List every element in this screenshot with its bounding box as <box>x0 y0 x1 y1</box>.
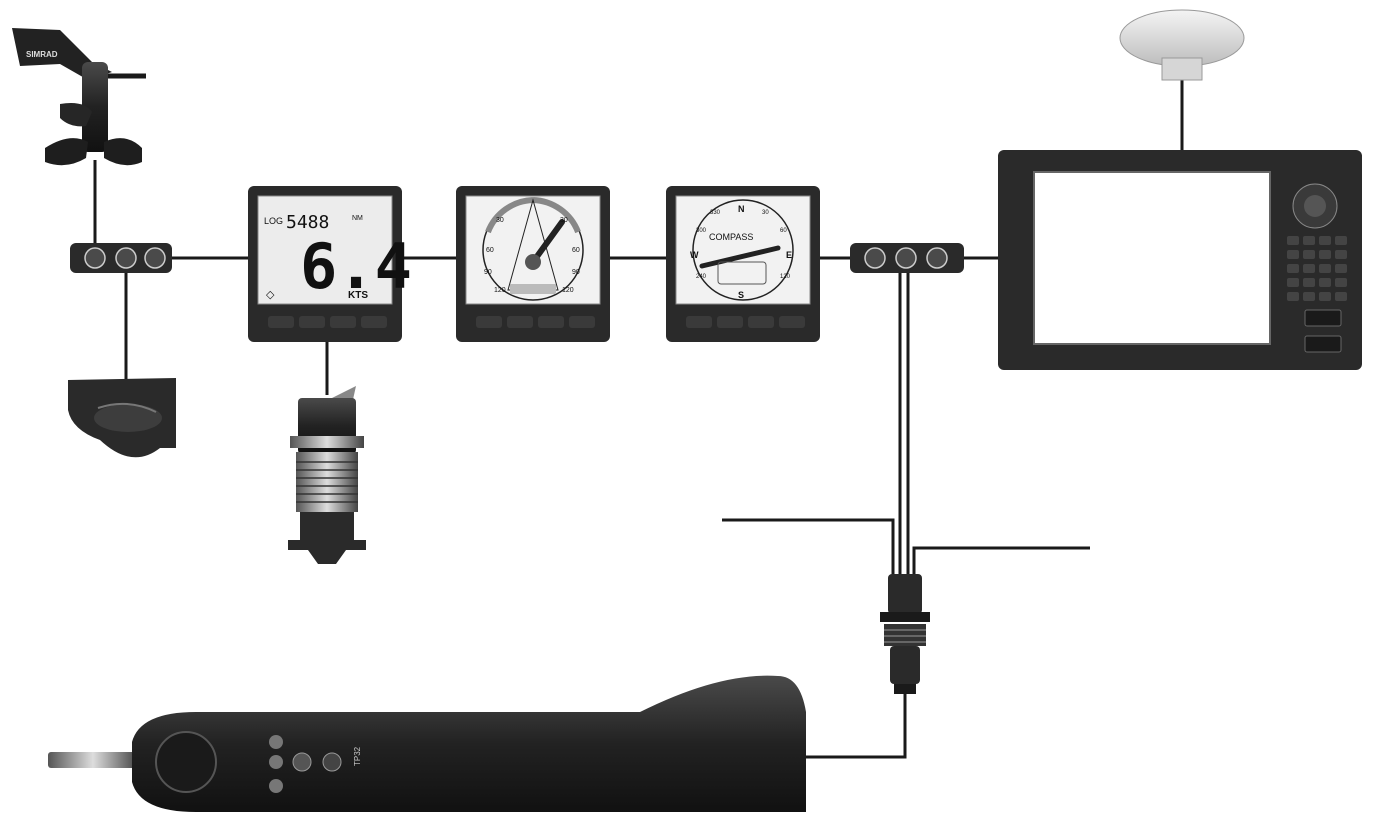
plotter-card-slot-2 <box>1304 335 1342 353</box>
speed-key-1[interactable] <box>268 316 294 328</box>
wind-vane-brand: SIMRAD <box>26 50 58 59</box>
cables <box>93 78 1184 759</box>
wind-scale-60-right: 60 <box>572 247 580 254</box>
compass-key-4[interactable] <box>779 316 805 328</box>
remote-mid-button[interactable] <box>269 755 283 769</box>
wind-key-3[interactable] <box>538 316 564 328</box>
wind-key-2[interactable] <box>507 316 533 328</box>
remote-body <box>132 675 806 812</box>
junction-box-1 <box>70 243 172 273</box>
compass-e: E <box>786 250 792 260</box>
compass-120: 120 <box>780 274 791 280</box>
autopilot-remote: TP32 <box>48 675 806 812</box>
cup-left <box>45 138 88 166</box>
wind-display: 30 60 90 120 30 60 90 120 <box>456 186 610 342</box>
compass-n: N <box>738 204 745 214</box>
cable-connector-to-remote <box>800 693 907 759</box>
compass-key-3[interactable] <box>748 316 774 328</box>
plotter-rotary-knob[interactable] <box>1304 195 1326 217</box>
wind-vane-mast <box>82 62 108 152</box>
cable-branch-left <box>722 518 895 575</box>
hull-sensor <box>68 378 176 458</box>
wind-key-4[interactable] <box>569 316 595 328</box>
wind-scale-60-left: 60 <box>486 247 494 254</box>
wind-display-buttons[interactable] <box>476 316 595 328</box>
speed-key-4[interactable] <box>361 316 387 328</box>
speed-key-3[interactable] <box>330 316 356 328</box>
wind-scale-90-right: 90 <box>572 269 580 276</box>
compass-key-2[interactable] <box>717 316 743 328</box>
compass-330: 330 <box>710 210 721 216</box>
gps-antenna <box>1119 9 1245 81</box>
plotter-screen <box>1033 171 1271 345</box>
compass-key-1[interactable] <box>686 316 712 328</box>
speed-display-buttons[interactable] <box>268 316 387 328</box>
speed-gps-icon: ◇ <box>266 289 275 301</box>
chart-plotter <box>998 150 1362 370</box>
junction-box-2 <box>850 243 964 273</box>
remote-up-button[interactable] <box>269 735 283 749</box>
wind-scale-30-right: 30 <box>560 217 568 224</box>
cable-branch-right <box>912 546 1090 575</box>
remote-model: TP32 <box>353 746 362 766</box>
speed-key-2[interactable] <box>299 316 325 328</box>
speed-log-label: LOG <box>264 216 283 226</box>
remote-antenna-tip <box>48 752 138 768</box>
speed-display: LOG 5488 NM 6.4 KTS ◇ <box>248 186 412 342</box>
compass-30: 30 <box>762 210 769 216</box>
remote-ok-button[interactable] <box>292 752 312 772</box>
cup-right <box>104 138 142 166</box>
compass-s: S <box>738 290 744 300</box>
cup-back <box>60 103 92 127</box>
speed-main-value: 6.4 <box>300 230 412 303</box>
compass-w: W <box>690 250 699 260</box>
wind-vane-sensor: SIMRAD <box>12 28 146 166</box>
compass-title: COMPASS <box>709 232 753 242</box>
remote-down-button[interactable] <box>269 779 283 793</box>
wind-scale-30-left: 30 <box>496 217 504 224</box>
depth-transducer <box>288 386 366 564</box>
remote-main-knob[interactable] <box>155 731 217 793</box>
compass-60: 60 <box>780 228 787 234</box>
speed-log-unit: NM <box>352 215 363 222</box>
wind-scale-120-right: 120 <box>562 287 574 294</box>
speed-unit: KTS <box>348 290 368 301</box>
inline-connector <box>880 574 930 694</box>
remote-mode-button[interactable] <box>322 752 342 772</box>
wind-scale-120-left: 120 <box>494 287 506 294</box>
compass-display: COMPASS N E S W 330 30 300 60 240 120 <box>666 186 820 342</box>
plotter-keypad[interactable] <box>1287 236 1347 301</box>
compass-300: 300 <box>696 228 707 234</box>
compass-display-buttons[interactable] <box>686 316 805 328</box>
wind-scale-90-left: 90 <box>484 269 492 276</box>
plotter-card-slot-1 <box>1304 309 1342 327</box>
speed-log-value: 5488 <box>286 212 329 233</box>
compass-240: 240 <box>696 274 707 280</box>
wind-key-1[interactable] <box>476 316 502 328</box>
